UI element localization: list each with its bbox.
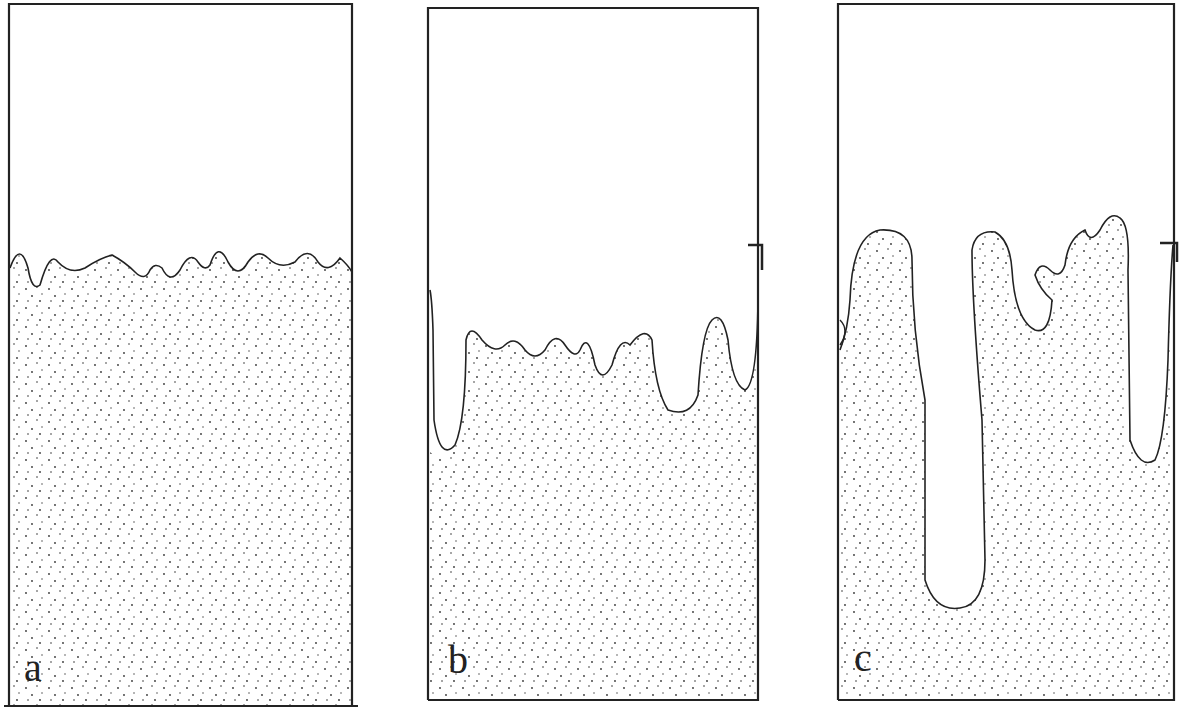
container-outline <box>4 4 358 706</box>
panel-letter: a <box>22 648 44 688</box>
interface-line <box>10 252 352 287</box>
container-outline <box>838 4 1174 700</box>
dense-fluid <box>840 216 1173 700</box>
level-mark <box>1160 243 1177 262</box>
dense-fluid <box>10 252 352 706</box>
level-mark <box>748 245 762 270</box>
panel-b <box>428 8 762 700</box>
panel-letter: b <box>446 640 470 680</box>
interface-line <box>840 216 1173 609</box>
panel-letter: c <box>852 638 874 678</box>
panel-c <box>838 4 1177 700</box>
interface-line <box>430 290 758 450</box>
bubble-edge <box>840 320 845 345</box>
container-outline <box>428 8 758 700</box>
panel-a <box>4 4 358 706</box>
